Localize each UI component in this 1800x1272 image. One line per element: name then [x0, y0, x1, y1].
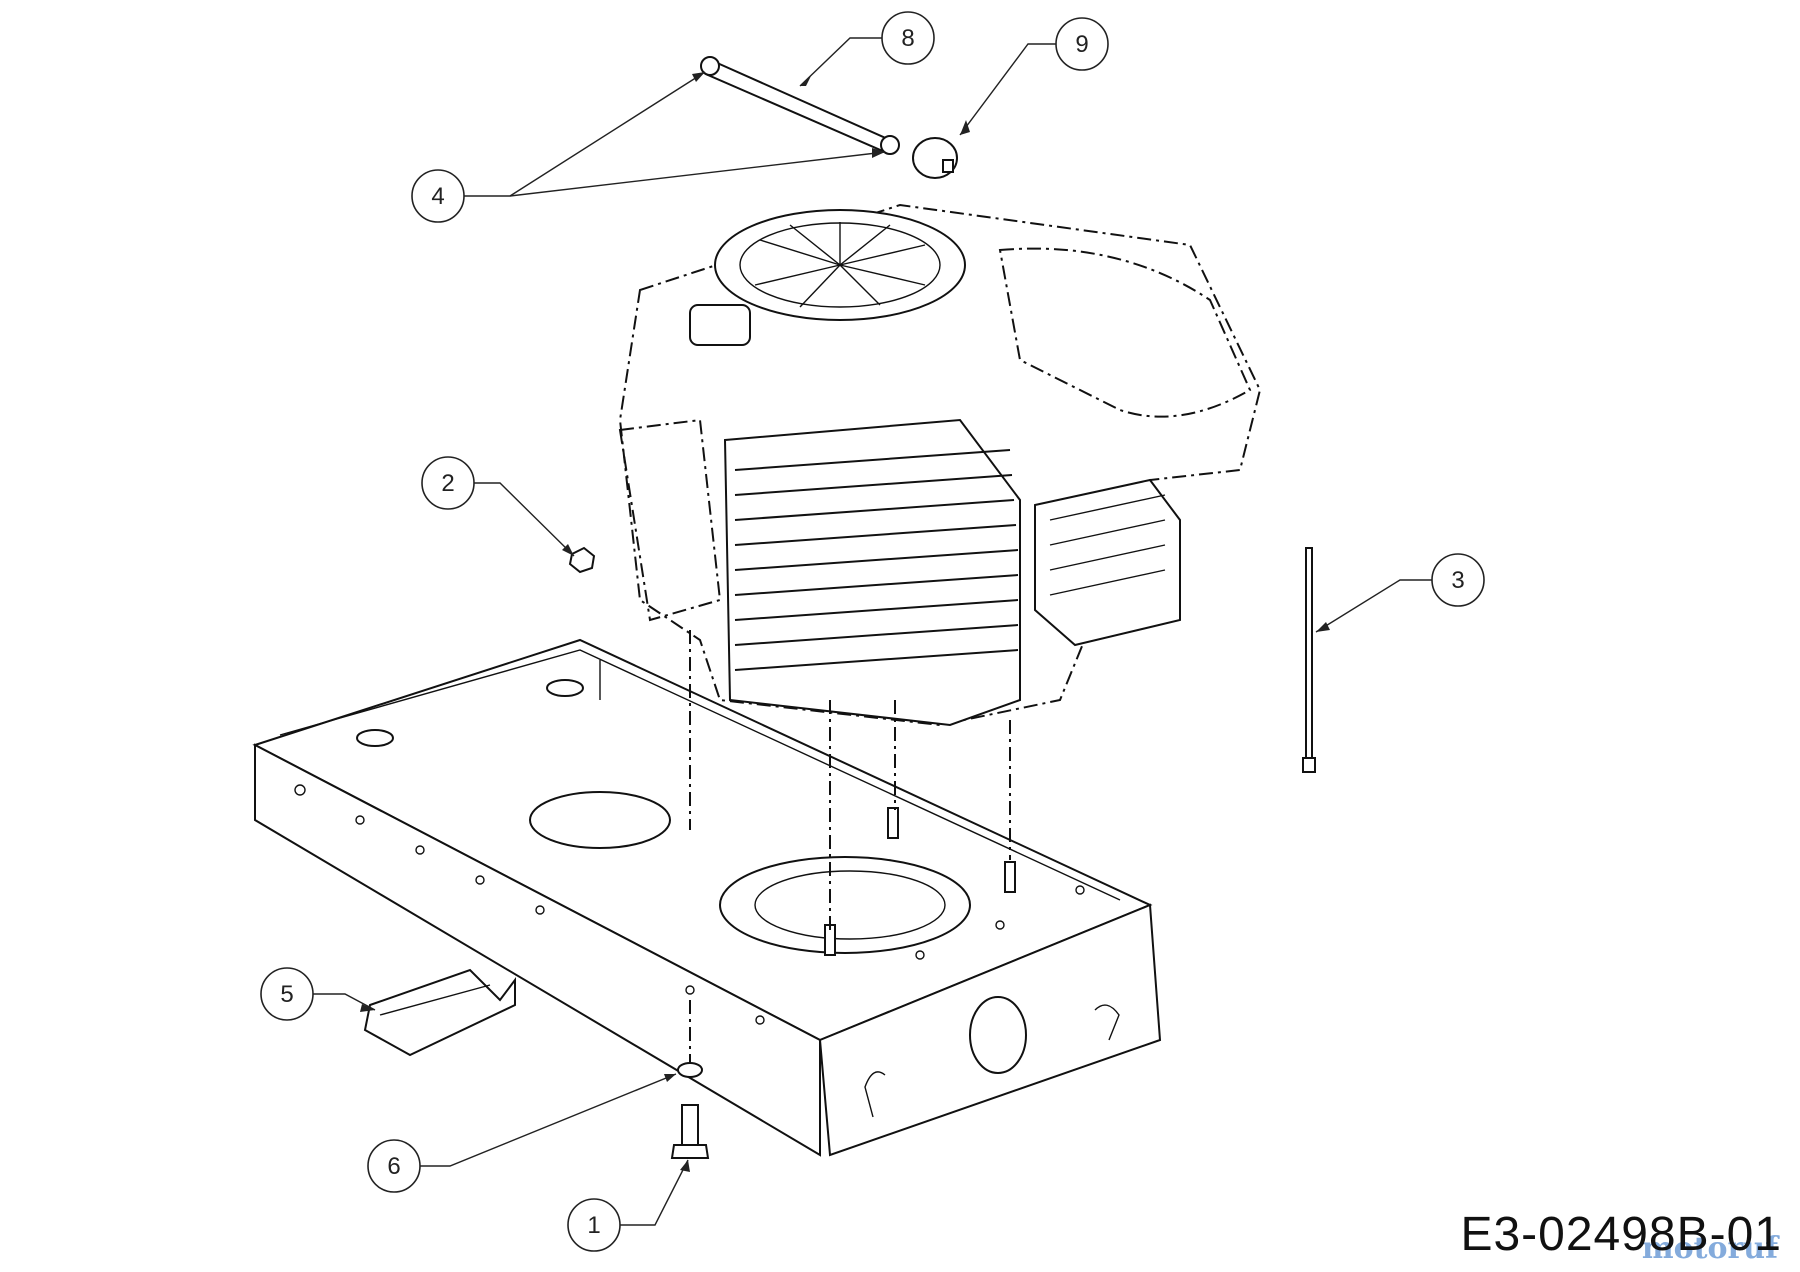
callout-1: 1 [567, 1198, 621, 1252]
watermark-logo: motoruf [1641, 1231, 1778, 1266]
part-8-breather-tube [700, 56, 900, 155]
callout-5: 5 [260, 967, 314, 1021]
flywheel-fan-blades [754, 222, 926, 308]
engine-assembly [618, 203, 1262, 1070]
leader-lines [312, 37, 1432, 1226]
callout-label: 5 [280, 981, 293, 1008]
part-3-cable-tie [1302, 547, 1316, 773]
part-1-bolt [670, 1104, 710, 1159]
part-9-rubber-cap [912, 137, 958, 179]
callout-label: 4 [431, 183, 444, 210]
callout-4: 4 [411, 169, 465, 223]
callout-label: 1 [587, 1212, 600, 1239]
chassis-frame [252, 638, 1162, 1157]
callout-label: 9 [1075, 31, 1088, 58]
callout-2: 2 [421, 456, 475, 510]
callout-label: 6 [387, 1153, 400, 1180]
part-2-nut [568, 546, 596, 574]
callout-label: 2 [441, 470, 454, 497]
callout-label: 8 [901, 25, 914, 52]
callout-3: 3 [1431, 553, 1485, 607]
frame-holes [294, 784, 1085, 1025]
cylinder-fins [723, 418, 1021, 727]
part-6-lock-washer [677, 1062, 703, 1078]
drawing-code: E3-02498B-01 [1460, 1208, 1782, 1261]
callout-label: 3 [1451, 567, 1464, 594]
callout-9: 9 [1055, 17, 1109, 71]
callout-8: 8 [881, 11, 935, 65]
part-5-bracket [363, 968, 516, 1057]
callout-6: 6 [367, 1139, 421, 1193]
